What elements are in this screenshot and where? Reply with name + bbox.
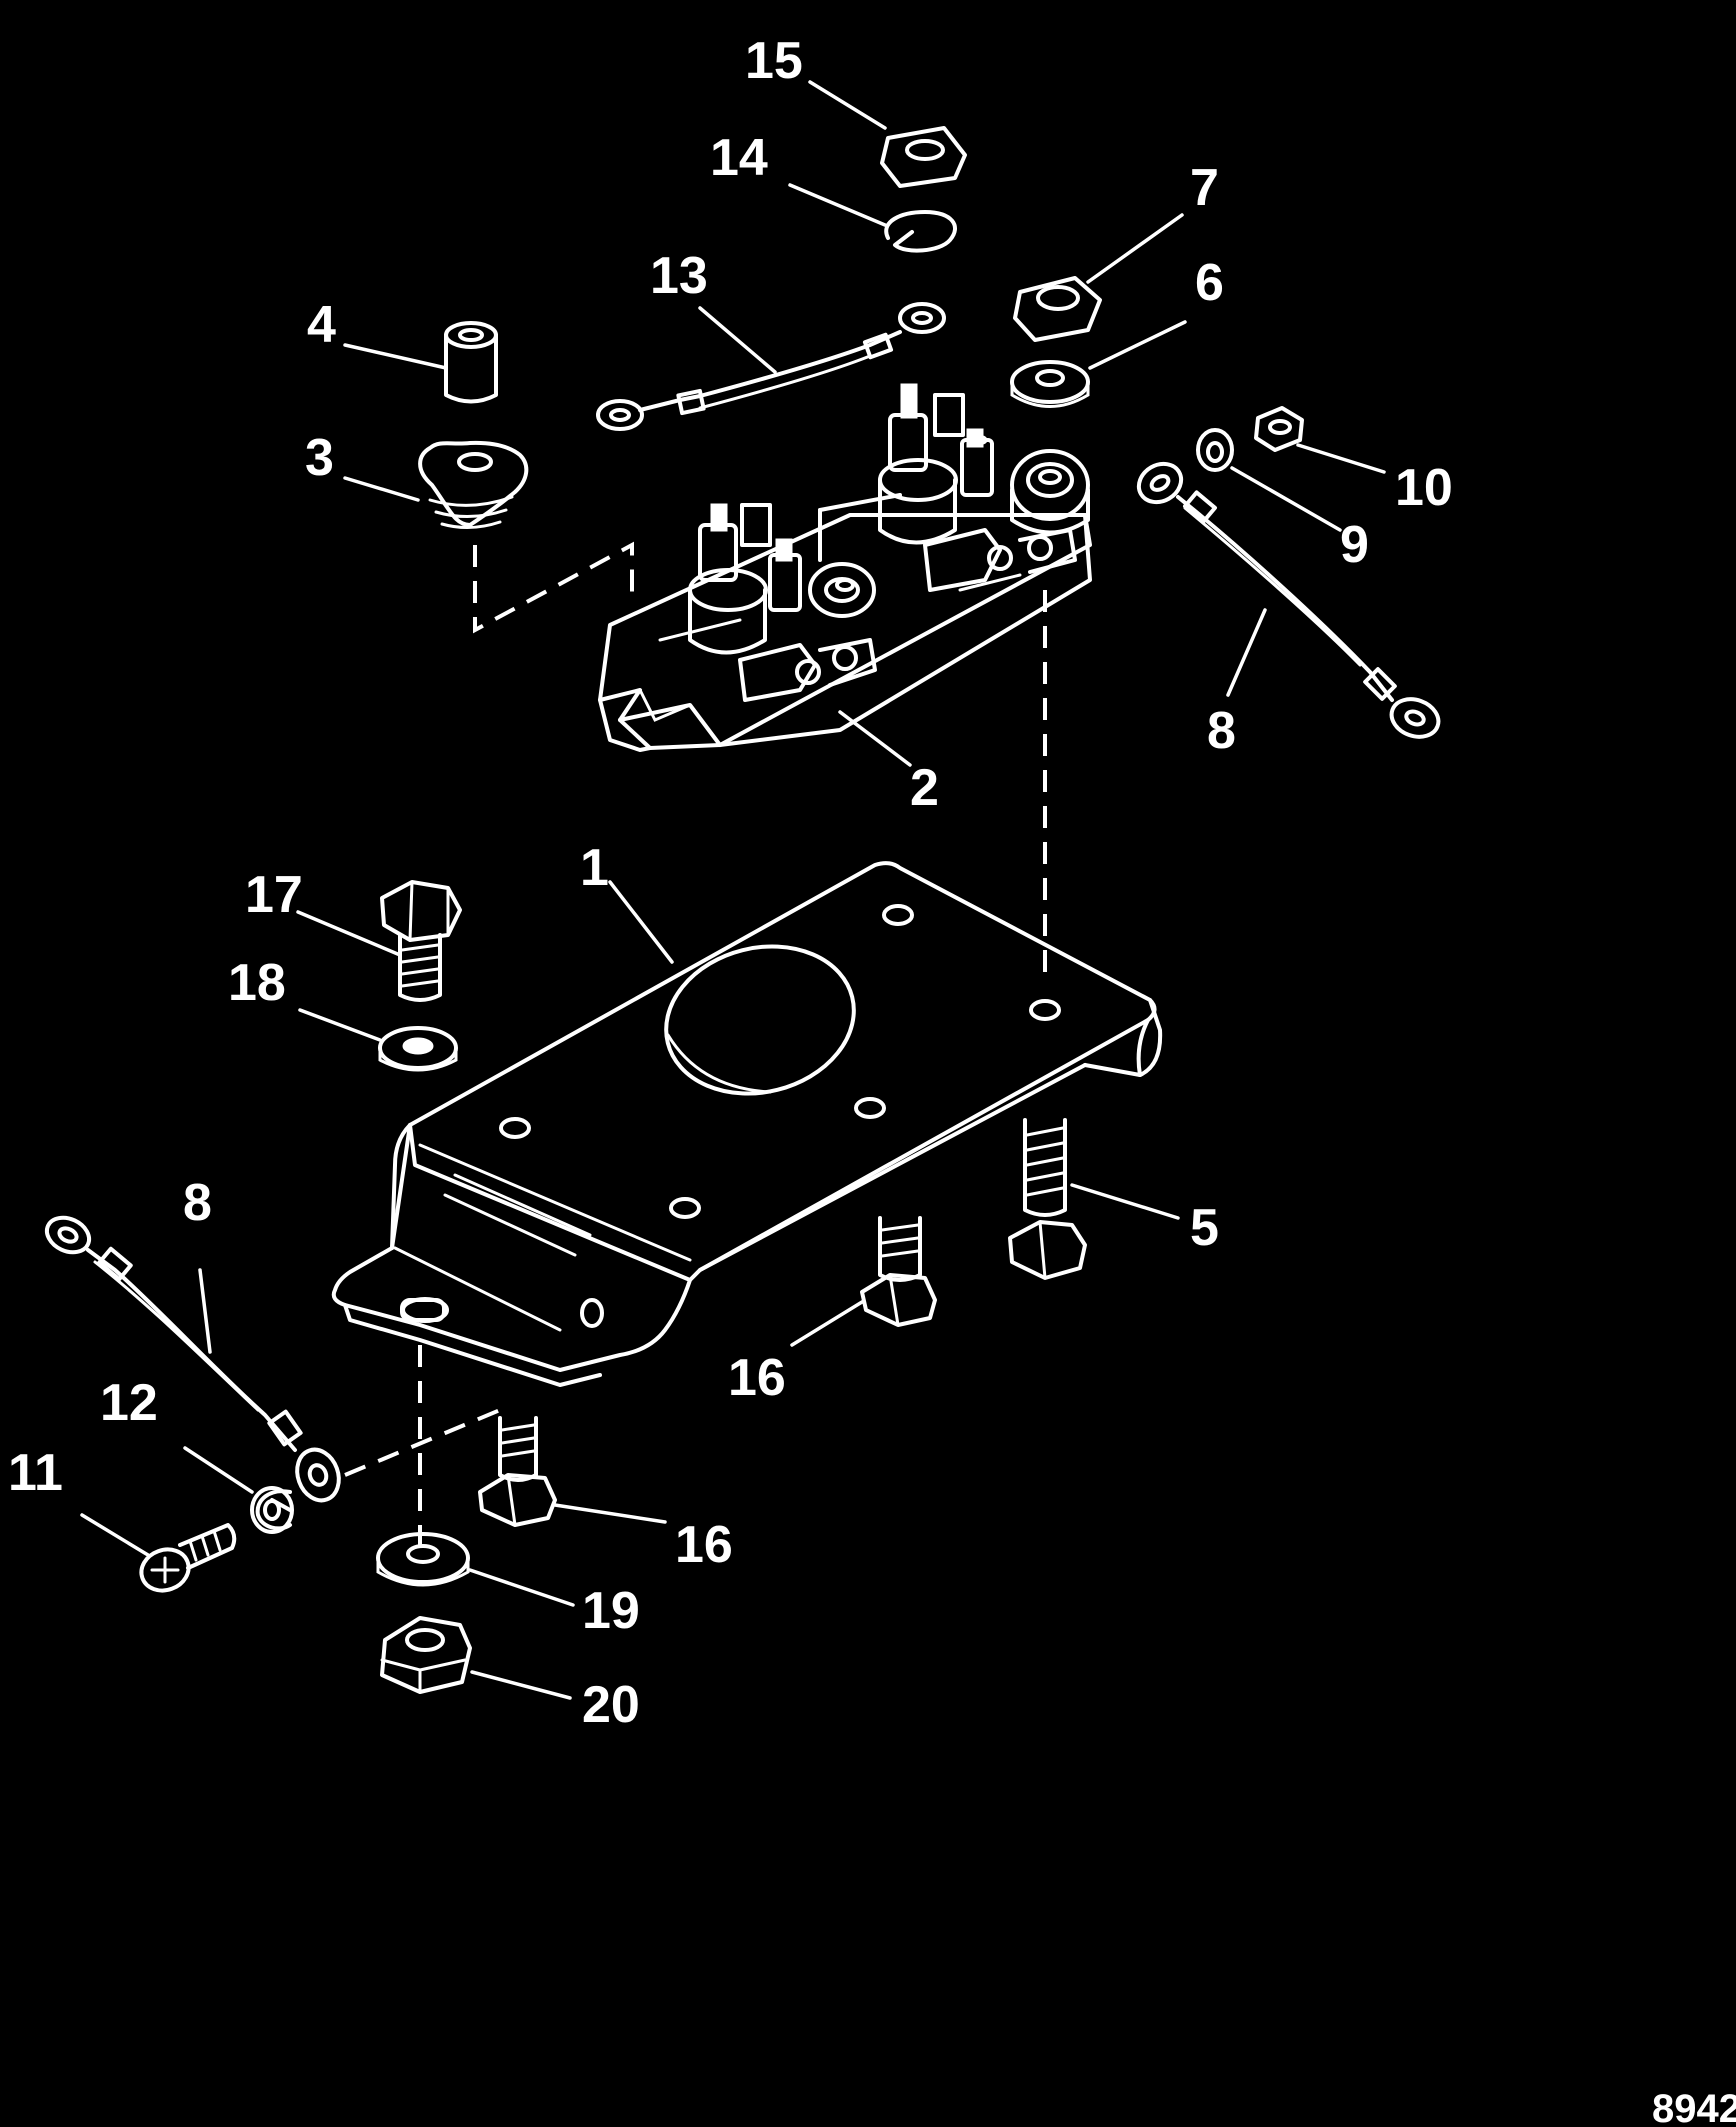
callout-2: 2 [910,759,939,817]
callout-5: 5 [1190,1199,1219,1257]
callout-11: 11 [8,1444,63,1502]
callout-8-upper: 8 [1207,702,1236,760]
callout-20: 20 [582,1676,640,1734]
callout-17: 17 [245,866,303,924]
solenoid-assembly-2 [598,383,1092,752]
grommet-3 [418,440,529,529]
bolt-16-lower [478,1416,557,1527]
sleeve-4 [444,321,498,404]
nut-10 [1254,406,1304,452]
callout-16-upper: 16 [728,1349,786,1407]
drawing-number: 8942 [1652,2087,1736,2127]
callout-6: 6 [1195,254,1224,312]
callout-15: 15 [745,32,803,90]
assembly-lines [344,541,1047,1550]
callout-9: 9 [1340,516,1369,574]
ground-cable-13 [596,302,946,431]
callout-19: 19 [582,1582,640,1640]
callout-4: 4 [307,296,336,354]
mounting-bracket-1 [331,861,1163,1387]
callout-13: 13 [650,247,708,305]
washer-19 [376,1532,470,1587]
lock-washer-12 [250,1486,294,1534]
callout-labels: 15 14 13 7 6 4 3 10 9 8 2 1 17 18 5 16 1… [8,32,1736,2127]
bolt-16-upper [860,1216,937,1327]
callout-12: 12 [100,1374,158,1432]
bolt-5 [1008,1118,1087,1280]
callout-8-lower: 8 [183,1174,212,1232]
callout-16-lower: 16 [675,1516,733,1574]
lock-washer-9 [1196,428,1234,472]
cable-8-lower [44,1215,341,1503]
washer-18 [378,1026,458,1072]
callout-10: 10 [1395,459,1453,517]
callout-18: 18 [228,954,286,1012]
callout-1: 1 [580,839,609,897]
hex-nut-15 [880,126,967,188]
screw-11 [139,1523,237,1593]
cable-8-upper [1136,461,1441,739]
callout-7: 7 [1190,159,1219,217]
leader-lines [80,80,1386,1700]
bolt-17 [380,880,462,1002]
hex-nut-7 [1013,276,1102,342]
callout-14: 14 [710,129,768,187]
callout-3: 3 [305,429,334,487]
lock-washer-14 [884,210,957,253]
flat-washer-6 [1010,360,1090,408]
hex-nut-20 [380,1616,472,1694]
